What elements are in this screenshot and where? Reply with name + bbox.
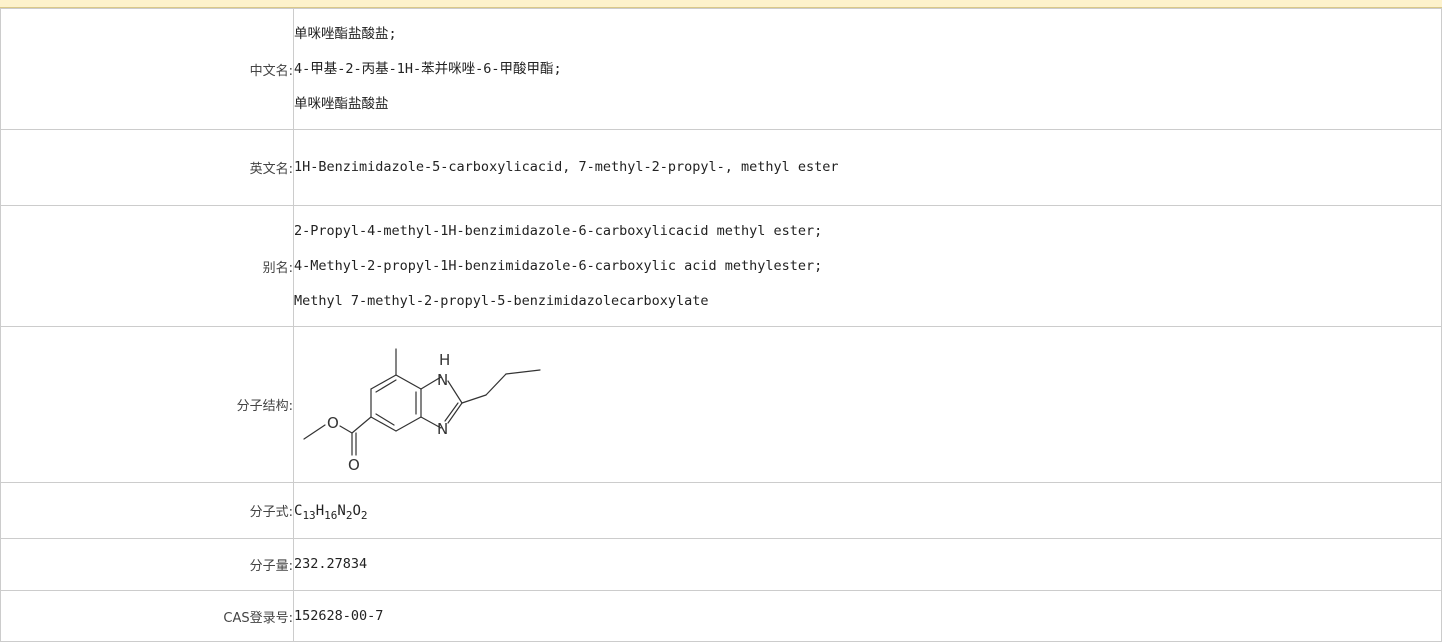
atom-ester-o-label: O [327, 414, 339, 432]
label-cas: CAS登录号: [0, 590, 294, 642]
formula-count: 16 [324, 508, 338, 522]
formula-count: 2 [345, 508, 353, 522]
synonym-line: Methyl 7-methyl-2-propyl-5-benzimidazole… [294, 292, 709, 309]
label-chinese-name: 中文名: [0, 8, 294, 130]
chinese-name-line: 4-甲基-2-丙基-1H-苯并咪唑-6-甲酸甲酯; [294, 60, 562, 77]
formula-element: O [352, 502, 361, 519]
atom-h-label: H [439, 351, 450, 369]
chinese-name-line: 单咪唑酯盐酸盐 [294, 95, 389, 112]
row-cas: CAS登录号: 152628-00-7 [0, 590, 1442, 642]
atom-n-label: N [437, 420, 448, 438]
row-chinese-name: 中文名: 单咪唑酯盐酸盐; 4-甲基-2-丙基-1H-苯并咪唑-6-甲酸甲酯; … [0, 8, 1442, 130]
row-structure: 分子结构: [0, 326, 1442, 483]
value-chinese-name: 单咪唑酯盐酸盐; 4-甲基-2-丙基-1H-苯并咪唑-6-甲酸甲酯; 单咪唑酯盐… [293, 8, 1442, 130]
row-english-name: 英文名: 1H-Benzimidazole-5-carboxylicacid, … [0, 129, 1442, 206]
formula-element: H [315, 502, 325, 519]
value-english-name: 1H-Benzimidazole-5-carboxylicacid, 7-met… [293, 129, 1442, 206]
value-mol-weight: 232.27834 [293, 538, 1442, 591]
formula-element: C [294, 502, 303, 519]
synonym-line: 4-Methyl-2-propyl-1H-benzimidazole-6-car… [294, 257, 823, 274]
label-synonyms: 别名: [0, 205, 294, 327]
formula-count: 2 [360, 508, 368, 522]
molecular-structure-image: H N N O O [303, 347, 541, 473]
row-formula: 分子式: C13H16N2O2 [0, 482, 1442, 539]
mol-weight-value: 232.27834 [294, 556, 368, 572]
row-mol-weight: 分子量: 232.27834 [0, 538, 1442, 591]
chinese-name-line: 单咪唑酯盐酸盐; [294, 25, 397, 42]
cas-number-value: 152628-00-7 [294, 607, 384, 624]
label-structure: 分子结构: [0, 326, 294, 483]
value-formula: C13H16N2O2 [293, 482, 1442, 539]
synonym-line: 2-Propyl-4-methyl-1H-benzimidazole-6-car… [294, 222, 823, 239]
atom-carbonyl-o-label: O [348, 456, 360, 473]
atom-nh-label: N [437, 371, 448, 389]
top-header-strip [0, 0, 1442, 8]
value-cas: 152628-00-7 [293, 590, 1442, 642]
label-formula: 分子式: [0, 482, 294, 539]
row-synonyms: 别名: 2-Propyl-4-methyl-1H-benzimidazole-6… [0, 205, 1442, 327]
value-structure: H N N O O [293, 326, 1442, 483]
formula-count: 13 [302, 508, 316, 522]
english-name-line: 1H-Benzimidazole-5-carboxylicacid, 7-met… [294, 159, 839, 175]
value-synonyms: 2-Propyl-4-methyl-1H-benzimidazole-6-car… [293, 205, 1442, 327]
molecular-formula: C13H16N2O2 [294, 502, 368, 522]
compound-info-table: 中文名: 单咪唑酯盐酸盐; 4-甲基-2-丙基-1H-苯并咪唑-6-甲酸甲酯; … [0, 8, 1442, 642]
label-mol-weight: 分子量: [0, 538, 294, 591]
label-english-name: 英文名: [0, 129, 294, 206]
formula-element: N [337, 502, 346, 519]
